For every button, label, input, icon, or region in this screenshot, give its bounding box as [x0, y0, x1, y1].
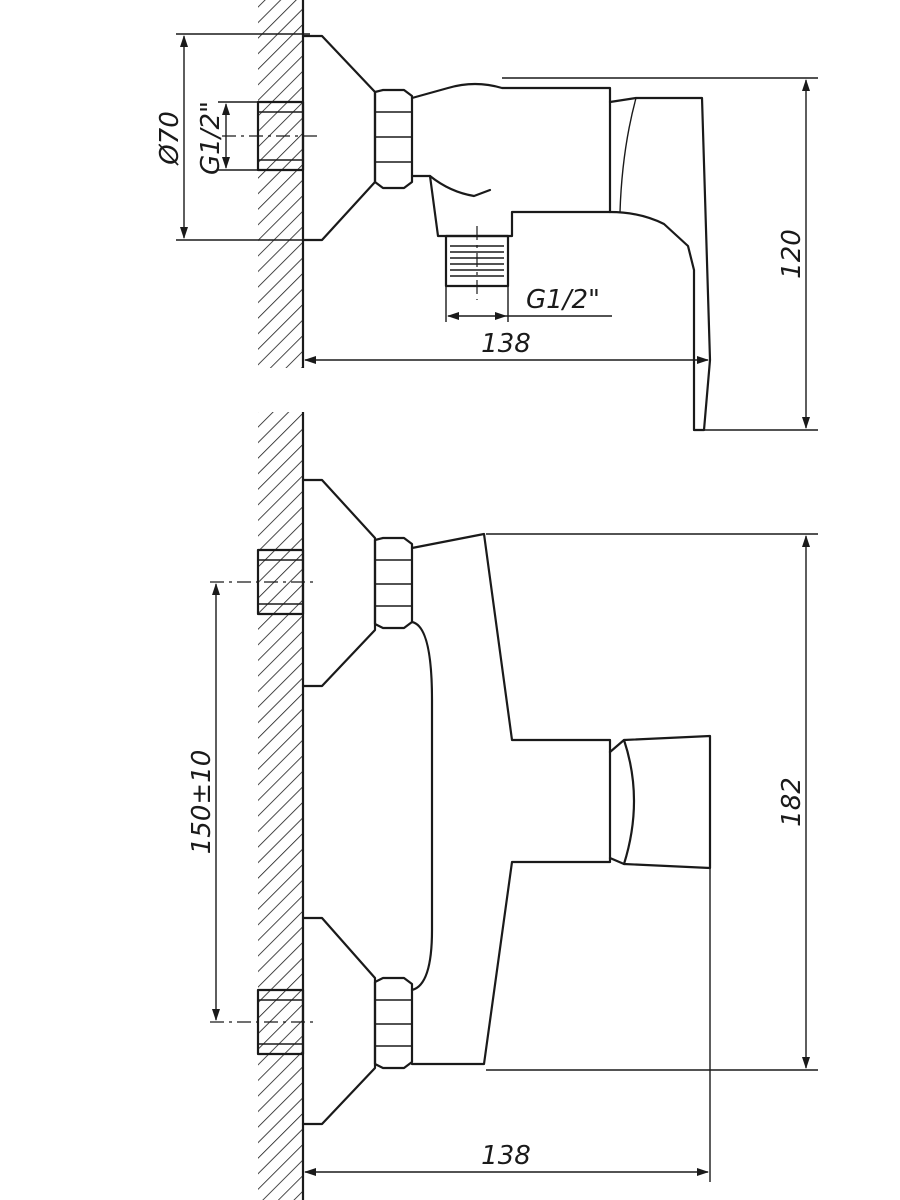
flange-diameter-label: Ø70: [155, 111, 185, 166]
lower-wall-flange: [301, 916, 377, 1126]
inlet-spacing-dimension: 150±10: [187, 583, 220, 1021]
upper-wall-flange: [301, 478, 377, 688]
outlet-thread-top: [444, 226, 510, 300]
top-height-dimension: 120: [502, 77, 818, 431]
inlet-nipple-top: [222, 100, 318, 172]
front-height-label: 182: [777, 777, 807, 827]
hex-nut-top: [373, 88, 414, 190]
top-height-label: 120: [777, 229, 807, 279]
front-depth-label: 138: [481, 1141, 531, 1171]
flange-diameter-dimension: Ø70: [155, 33, 310, 241]
upper-hex-nut: [373, 536, 414, 630]
inlet-thread-label: G1/2": [196, 101, 226, 175]
mixer-body-front: [410, 532, 712, 1066]
wall-section-top: [258, 0, 305, 368]
front-depth-dimension: 138: [304, 868, 711, 1182]
wall-flange-top: [301, 34, 377, 242]
lower-hex-nut: [373, 976, 414, 1070]
inlet-spacing-label: 150±10: [187, 750, 217, 855]
front-view: 150±10 182 138: [187, 412, 818, 1200]
outlet-thread-dimension: G1/2": [445, 285, 612, 322]
upper-inlet-nipple: [210, 548, 318, 616]
outlet-thread-label: G1/2": [526, 285, 600, 315]
inlet-thread-dimension: G1/2": [196, 101, 258, 175]
lower-inlet-nipple: [210, 988, 318, 1056]
front-height-dimension: 182: [486, 533, 818, 1071]
wall-section-front: [258, 412, 305, 1200]
top-depth-label: 138: [481, 329, 531, 359]
top-depth-dimension: 138: [304, 329, 709, 364]
top-view: Ø70 G1/2" G1/2" 138 120: [155, 0, 818, 432]
mixer-body-top: [410, 82, 712, 432]
